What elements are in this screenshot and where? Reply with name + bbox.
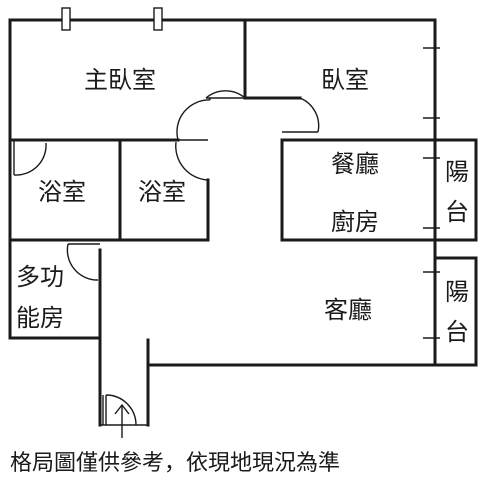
bathroom-1-label: 浴室 [38, 178, 86, 206]
balcony-upper-label-line1: 陽 [445, 158, 469, 186]
window-right [153, 7, 163, 31]
right-window-ticks [423, 47, 440, 339]
door-bathroom-1 [13, 140, 47, 176]
multi-room-label-line2: 能房 [16, 304, 64, 332]
door-bedroom [205, 90, 320, 133]
interior-walls [8, 18, 437, 342]
top-windows [61, 7, 163, 31]
up-arrow-icon [114, 403, 130, 438]
bedroom-label: 臥室 [321, 66, 369, 94]
living-room-label: 客廳 [324, 296, 372, 324]
balcony-lower-label-line2: 台 [445, 318, 469, 346]
door-bathroom-2 [175, 141, 209, 181]
kitchen-label: 廚房 [331, 208, 379, 236]
multi-room-label-line1: 多功 [16, 263, 64, 291]
door-entrance [100, 394, 148, 426]
master-bedroom-label: 主臥室 [84, 66, 156, 94]
door-master-bedroom [176, 98, 211, 141]
bathroom-2-label: 浴室 [138, 178, 186, 206]
dining-room-label: 餐廳 [331, 150, 379, 178]
balcony-upper [433, 138, 478, 242]
window-left [61, 7, 71, 31]
disclaimer-caption: 格局圖僅供參考，依現地現況為準 [10, 451, 340, 476]
balcony-lower [433, 256, 478, 367]
balcony-upper-label-line2: 台 [445, 198, 469, 226]
door-multi-room [66, 243, 100, 281]
balcony-lower-label-line1: 陽 [445, 278, 469, 306]
exterior-walls [8, 18, 478, 427]
